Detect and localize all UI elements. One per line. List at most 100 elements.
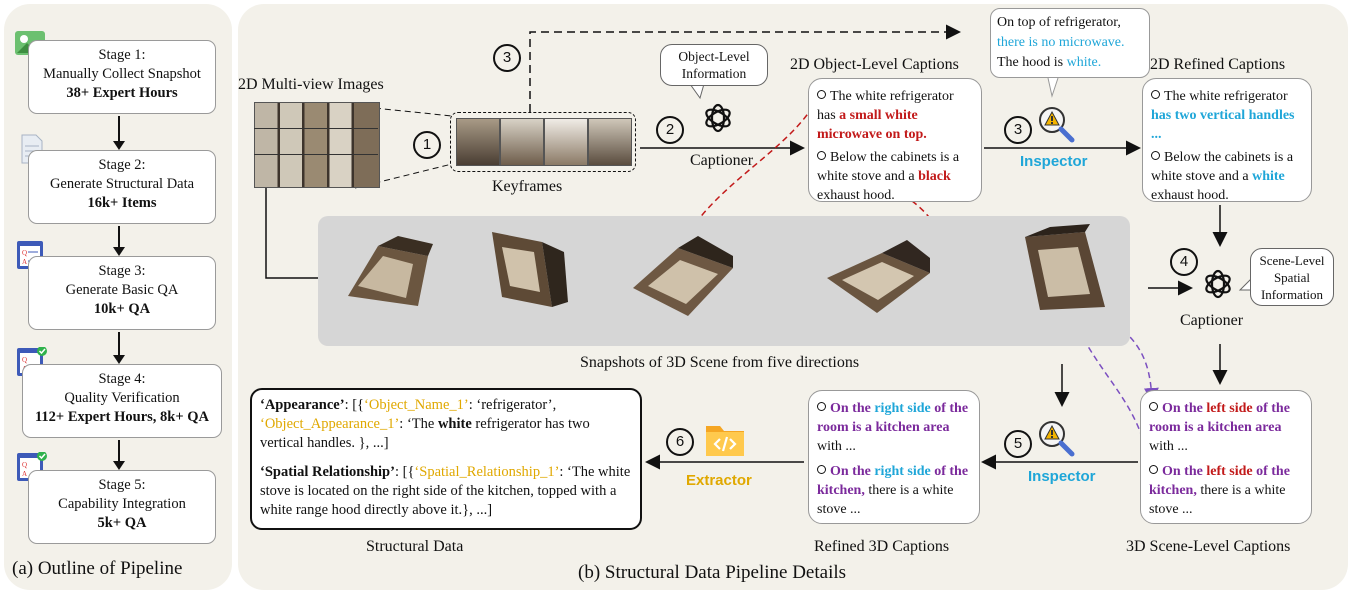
structural-data-box: ‘Appearance’: [{‘Object_Name_1’: ‘refrig… xyxy=(250,388,642,530)
captioner2-label: Captioner xyxy=(1180,312,1244,329)
stage-arrow xyxy=(113,332,125,364)
structural-text: refrigerator has two vertical handles. }… xyxy=(260,416,590,451)
step-3b-badge: 3 xyxy=(1004,116,1032,144)
inspector-label: Inspector xyxy=(1020,153,1088,170)
scene-level-bubble: Scene-Level Spatial Information xyxy=(1250,248,1334,306)
stage-4-box: Stage 4: Quality Verification 112+ Exper… xyxy=(22,364,222,438)
svg-text:A: A xyxy=(22,258,27,266)
details-caption: (b) Structural Data Pipeline Details xyxy=(578,562,847,583)
captioner-label: Captioner xyxy=(690,152,754,169)
code-folder-icon xyxy=(706,426,744,456)
caption-item: On the right side of the kitchen, there … xyxy=(817,462,971,519)
caption-text: exhaust hood. xyxy=(1151,188,1229,203)
inspector-line: On top of refrigerator, xyxy=(997,15,1121,30)
caption-item: On the left side of the room is a kitche… xyxy=(1149,399,1303,456)
scene-snapshot-1 xyxy=(348,236,433,306)
structural-text: : [{ xyxy=(394,464,415,480)
stage-5-box: Stage 5: Capability Integration 5k+ QA xyxy=(28,470,216,544)
stage-3-box: Stage 3: Generate Basic QA 10k+ QA xyxy=(28,256,216,330)
scene-captions-title: 3D Scene-Level Captions xyxy=(1126,538,1291,555)
step-3-badge: 3 xyxy=(493,44,521,72)
scene-snapshot-2 xyxy=(492,232,568,307)
svg-text:Q: Q xyxy=(22,461,27,469)
keyframe-image xyxy=(500,118,544,166)
scene-snapshot-4 xyxy=(827,240,930,313)
caption-text: exhaust hood. xyxy=(817,188,895,203)
stage-stat: 16k+ Items xyxy=(87,195,157,211)
step-6-badge: 6 xyxy=(666,428,694,456)
caption-item: On the right side of the room is a kitch… xyxy=(817,399,971,456)
caption-text: with ... xyxy=(817,439,856,454)
inspector-correction: white. xyxy=(1066,55,1102,70)
stage-arrow xyxy=(113,116,125,150)
scene-captions-box: On the left side of the room is a kitche… xyxy=(1140,390,1312,524)
bullet-icon xyxy=(817,465,826,474)
caption-error: a small white microwave on top. xyxy=(817,108,927,142)
structural-emph: white xyxy=(437,416,472,432)
inspector2-label: Inspector xyxy=(1028,468,1096,485)
caption-error: black xyxy=(918,169,951,184)
bullet-icon xyxy=(817,151,826,160)
bullet-icon xyxy=(817,90,826,99)
stage-desc: Generate Basic QA xyxy=(65,282,179,298)
stage-desc: Capability Integration xyxy=(58,496,186,512)
stage-2-box: Stage 2: Generate Structural Data 16k+ I… xyxy=(28,150,216,224)
object-captions-title: 2D Object-Level Captions xyxy=(790,56,959,73)
step-2-badge: 2 xyxy=(656,116,684,144)
caption-text: On the xyxy=(830,401,875,416)
spatial-entry: ‘Spatial Relationship’: [{‘Spatial_Relat… xyxy=(260,463,632,520)
step-5-badge: 5 xyxy=(1004,430,1032,458)
stage-desc: Generate Structural Data xyxy=(49,176,195,192)
structural-key: ‘Spatial Relationship’ xyxy=(260,464,395,480)
caption-text: of the room is a kitchen area xyxy=(817,401,969,435)
inspector-bubble: On top of refrigerator, there is no micr… xyxy=(990,8,1150,78)
caption-item: On the left side of the kitchen, there i… xyxy=(1149,462,1303,519)
caption-text: On the xyxy=(1162,401,1207,416)
svg-text:A: A xyxy=(22,470,27,478)
structural-text: : ‘The white stove is located on the rig… xyxy=(260,464,631,518)
stage-stat: 38+ Expert Hours xyxy=(66,85,178,101)
openai-icon xyxy=(1205,269,1231,299)
refined-captions-title: 2D Refined Captions xyxy=(1150,56,1286,73)
caption-item: The white refrigerator has a small white… xyxy=(817,87,973,144)
stage-title: Stage 5: xyxy=(98,477,146,493)
caption-text: there is a white stove ... xyxy=(1149,483,1286,517)
refined3d-title: Refined 3D Captions xyxy=(814,538,950,555)
inspector-line: The hood is white. xyxy=(997,53,1143,73)
bullet-icon xyxy=(1149,402,1158,411)
scene-snapshot-5 xyxy=(1025,224,1105,310)
object-level-bubble: Object-Level Information xyxy=(660,44,768,86)
caption-text: of the room is a kitchen area xyxy=(1149,401,1290,435)
stage-1-box: Stage 1: Manually Collect Snapshot 38+ E… xyxy=(28,40,216,114)
structural-text: : [{ xyxy=(344,397,365,413)
multiview-grid xyxy=(254,154,378,155)
structural-key: ‘Appearance’ xyxy=(260,397,345,413)
structural-title: Structural Data xyxy=(366,538,464,555)
openai-icon xyxy=(705,103,731,133)
caption-correction: white xyxy=(1252,169,1285,184)
caption-correction: right side xyxy=(874,464,931,479)
object-level-text: Object-Level Information xyxy=(678,49,750,81)
caption-item: The white refrigerator has two vertical … xyxy=(1151,87,1303,144)
svg-text:Q: Q xyxy=(22,249,27,257)
caption-correction: right side xyxy=(874,401,931,416)
snapshots-strip xyxy=(318,216,1130,346)
multiview-image xyxy=(254,102,380,188)
structural-text: : ‘The xyxy=(399,416,438,432)
multiview-grid xyxy=(254,128,378,129)
caption-text: of the kitchen, xyxy=(817,464,969,498)
scene-snapshot-3 xyxy=(633,236,733,316)
inspector-icon xyxy=(1039,107,1075,143)
outline-caption: (a) Outline of Pipeline xyxy=(12,558,183,579)
stage-stat: 112+ Expert Hours, 8k+ QA xyxy=(34,409,210,425)
keyframes-label: Keyframes xyxy=(492,178,563,195)
bullet-icon xyxy=(817,402,826,411)
stage-desc: Manually Collect Snapshot xyxy=(43,66,201,82)
caption-correction: has two vertical handles ... xyxy=(1151,108,1295,142)
caption-item: Below the cabinets is a white stove and … xyxy=(1151,148,1303,205)
caption-error: left side xyxy=(1206,464,1253,479)
caption-text: The white refrigerator has xyxy=(817,89,954,123)
caption-text: Below the cabinets is a white stove and … xyxy=(1151,150,1294,184)
scene-level-text: Scene-Level Spatial Information xyxy=(1259,253,1325,302)
structural-field: ‘Spatial_Relationship_1’ xyxy=(414,464,560,480)
